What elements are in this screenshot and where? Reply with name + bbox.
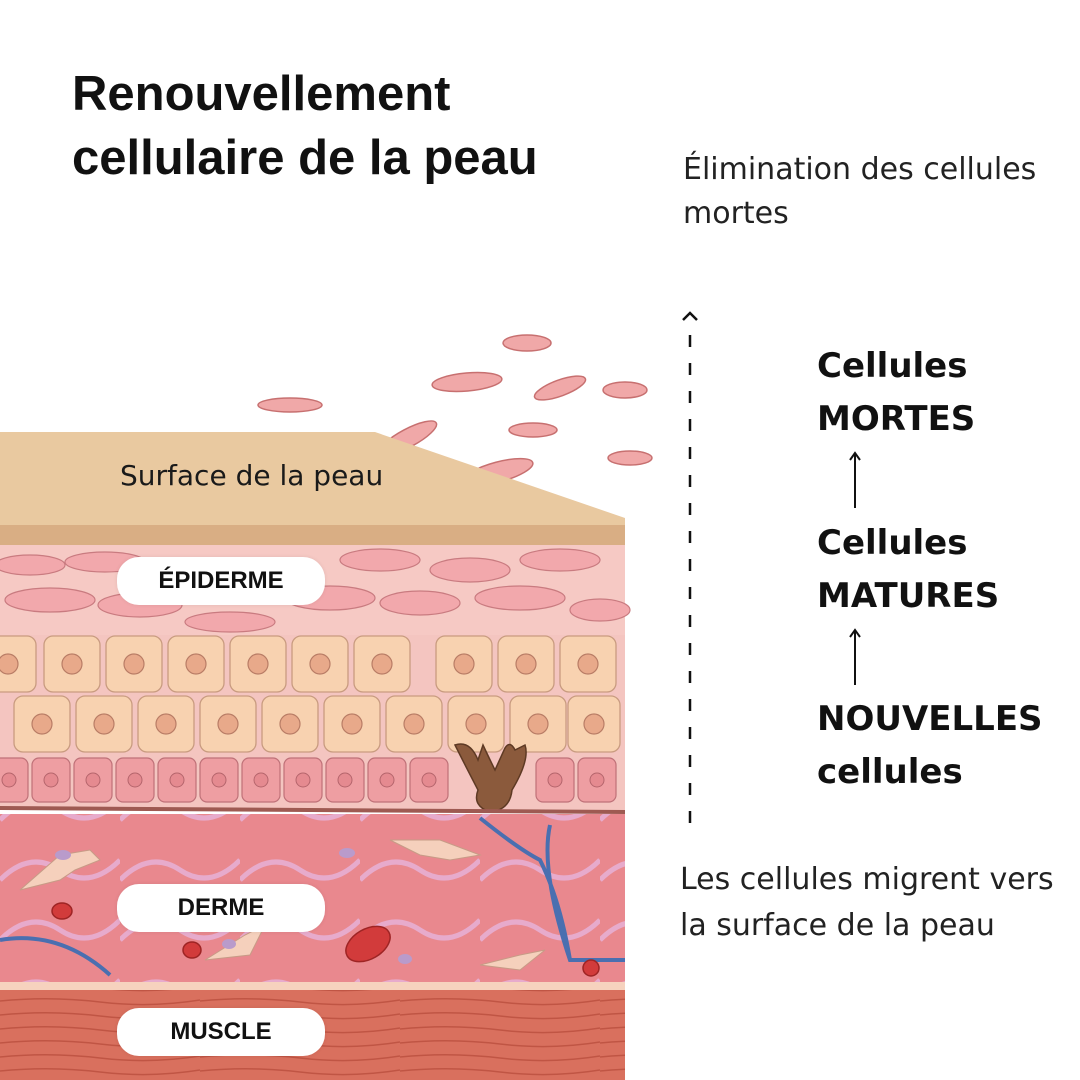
up-arrow-icon bbox=[849, 628, 861, 685]
stage-new-line2: cellules bbox=[817, 752, 963, 792]
stage-dead-cells: Cellules MORTES bbox=[817, 340, 975, 446]
stage-new-line1: NOUVELLES bbox=[817, 699, 1043, 739]
stage-new-cells: NOUVELLES cellules bbox=[817, 693, 1043, 799]
melanocyte bbox=[453, 742, 527, 813]
epidermis-label: ÉPIDERME bbox=[117, 557, 325, 605]
surface-label: Surface de la peau bbox=[120, 459, 384, 492]
dermis-label: DERME bbox=[117, 884, 325, 932]
stage-mature-line1: Cellules bbox=[817, 523, 968, 563]
diagram-title: Renouvellement cellulaire de la peau bbox=[72, 67, 538, 185]
muscle-label: MUSCLE bbox=[117, 1008, 325, 1056]
stage-dead-line1: Cellules bbox=[817, 346, 968, 386]
up-arrow-icon bbox=[849, 451, 861, 508]
stage-mature-line2: MATURES bbox=[817, 576, 1000, 616]
dashed-up-arrow-icon bbox=[682, 311, 698, 830]
skin-cross-section-illustration bbox=[0, 334, 653, 1080]
stage-mature-cells: Cellules MATURES bbox=[817, 517, 999, 623]
migration-note: Les cellules migrent vers la surface de … bbox=[680, 862, 1054, 943]
elimination-note: Élimination des cellules mortes bbox=[683, 152, 1037, 231]
stage-dead-line2: MORTES bbox=[817, 399, 976, 439]
